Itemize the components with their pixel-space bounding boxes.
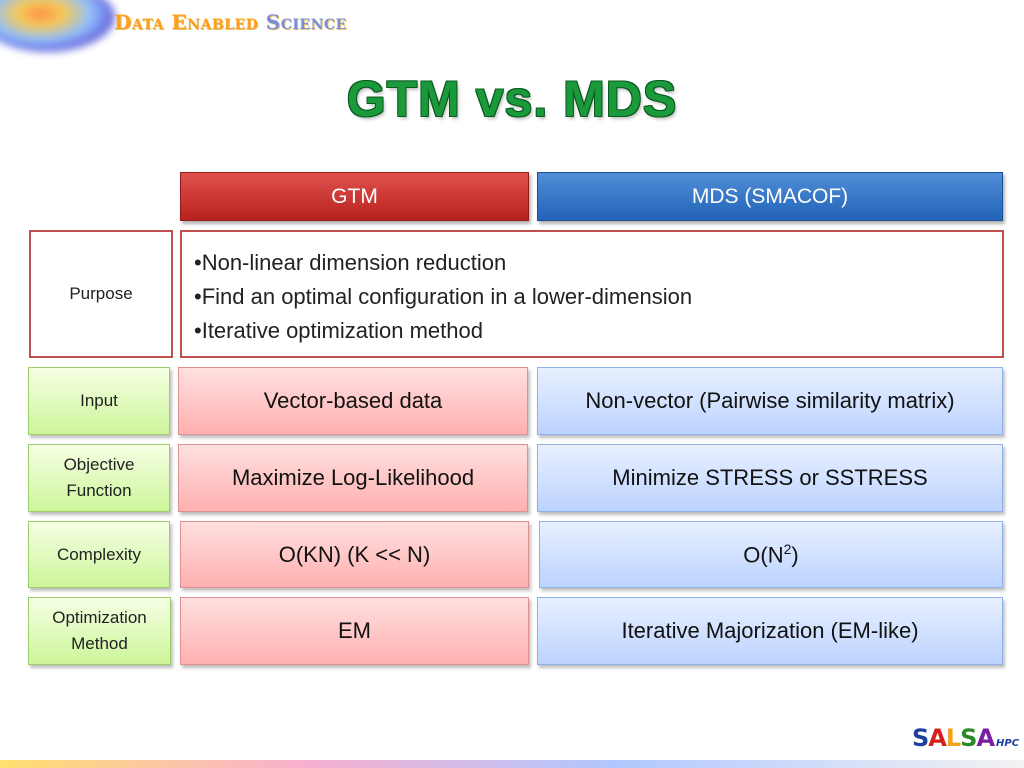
footer-gradient-bar xyxy=(0,760,1024,768)
purpose-description: Non-linear dimension reduction Find an o… xyxy=(180,230,1004,358)
mds-objective-cell: Minimize STRESS or SSTRESS xyxy=(537,444,1003,512)
gtm-complexity-cell: O(KN) (K << N) xyxy=(180,521,529,588)
mds-complexity-cell: O(N2) xyxy=(539,521,1003,588)
row-label-objective-function: Objective Function xyxy=(28,444,170,512)
purpose-item: Find an optimal configuration in a lower… xyxy=(194,280,692,314)
label-line: Optimization xyxy=(52,608,147,627)
label-line: Objective xyxy=(63,455,135,474)
label-line: Method xyxy=(71,634,128,653)
row-label-purpose: Purpose xyxy=(29,230,173,358)
gtm-objective-cell: Maximize Log-Likelihood xyxy=(178,444,528,512)
label-line: Function xyxy=(66,481,132,500)
mds-optimization-cell: Iterative Majorization (EM-like) xyxy=(537,597,1003,665)
mds-input-cell: Non-vector (Pairwise similarity matrix) xyxy=(537,367,1003,435)
gtm-input-cell: Vector-based data xyxy=(178,367,528,435)
header-logo-blob xyxy=(0,0,115,52)
complexity-exponent: 2 xyxy=(783,540,792,557)
purpose-list: Non-linear dimension reduction Find an o… xyxy=(194,246,692,348)
row-label-complexity: Complexity xyxy=(28,521,170,588)
brand-science: Science xyxy=(265,10,347,34)
slide-title: GTM vs. MDS xyxy=(346,71,678,127)
gtm-optimization-cell: EM xyxy=(180,597,529,665)
row-label-input: Input xyxy=(28,367,170,435)
row-label-optimization-method: Optimization Method xyxy=(28,597,171,665)
purpose-item: Non-linear dimension reduction xyxy=(194,246,692,280)
brand-data-enabled: Data Enabled xyxy=(114,10,259,34)
complexity-base: O(N xyxy=(743,542,784,568)
complexity-close: ) xyxy=(791,542,799,568)
header-brand: Data Enabled Science xyxy=(114,10,347,34)
purpose-item: Iterative optimization method xyxy=(194,314,692,348)
column-header-gtm: GTM xyxy=(180,172,529,221)
column-header-mds: MDS (SMACOF) xyxy=(537,172,1003,221)
